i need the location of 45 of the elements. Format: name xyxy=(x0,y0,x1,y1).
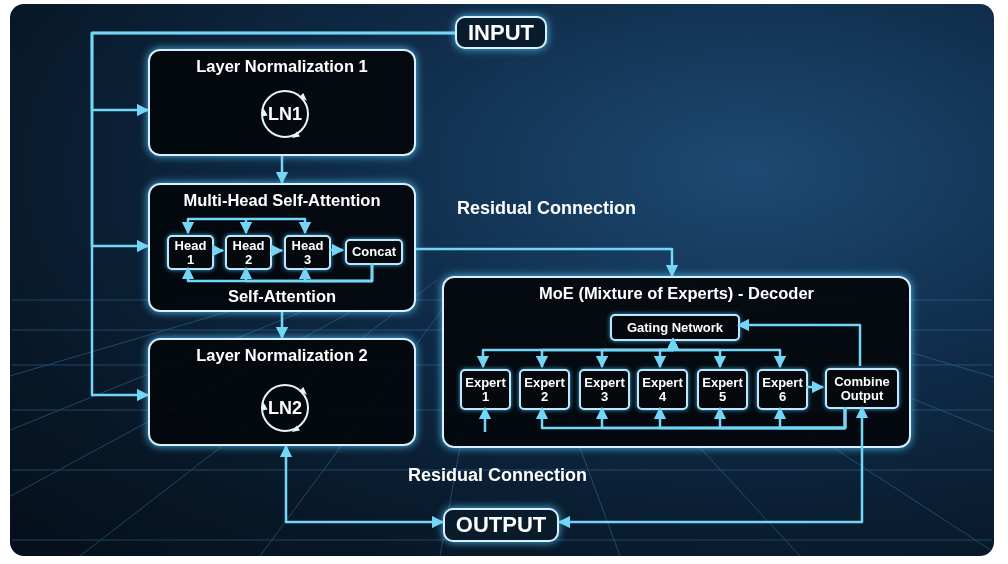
layer-panel xyxy=(148,49,416,156)
process-box: Expert 4 xyxy=(637,369,688,410)
arrow xyxy=(298,263,374,283)
arrow xyxy=(557,405,869,529)
process-box: Expert 3 xyxy=(579,369,630,410)
arrow xyxy=(773,406,847,430)
layer-panel xyxy=(148,183,416,312)
arrow xyxy=(239,219,253,235)
process-box: Expert 6 xyxy=(757,369,808,410)
cycle-circle: LN1 xyxy=(261,90,309,138)
arrow xyxy=(478,406,492,432)
panel-title: Layer Normalization 2 xyxy=(195,346,369,365)
process-box: Head 2 xyxy=(225,235,272,270)
cycle-circle: LN2 xyxy=(261,384,309,432)
terminal-box: INPUT xyxy=(455,16,547,49)
process-box: Expert 1 xyxy=(460,369,511,410)
arrow xyxy=(211,244,225,257)
arrow xyxy=(246,217,312,235)
arrow xyxy=(270,244,284,257)
arrow xyxy=(181,217,246,235)
arrow xyxy=(275,312,289,340)
arrow xyxy=(666,337,787,369)
edge-label: Residual Connection xyxy=(457,198,636,219)
arrow xyxy=(329,243,345,257)
annotation-text: Residual Connection xyxy=(408,465,587,486)
arrow xyxy=(416,247,679,278)
process-box: Expert 5 xyxy=(697,369,748,410)
panel-title: MoE (Mixture of Experts) - Decoder xyxy=(537,284,815,303)
layer-panel xyxy=(148,338,416,446)
panel-subtitle: Self-Attention xyxy=(226,287,338,306)
arrow xyxy=(279,444,445,529)
arrow xyxy=(90,31,455,402)
process-box: Gating Network xyxy=(610,314,740,341)
panel-title: Layer Normalization 1 xyxy=(195,57,369,76)
arrow xyxy=(806,380,825,394)
process-box: Head 3 xyxy=(284,235,331,270)
panel-title: Multi-Head Self-Attention xyxy=(182,191,382,210)
process-box: Head 1 xyxy=(167,235,214,270)
process-box: Combine Output xyxy=(825,368,899,409)
process-box: Concat xyxy=(345,239,403,265)
terminal-box: OUTPUT xyxy=(443,508,559,542)
arrow xyxy=(736,318,862,366)
layer-panel xyxy=(442,276,911,448)
arrow xyxy=(275,156,289,185)
process-box: Expert 2 xyxy=(519,369,570,410)
